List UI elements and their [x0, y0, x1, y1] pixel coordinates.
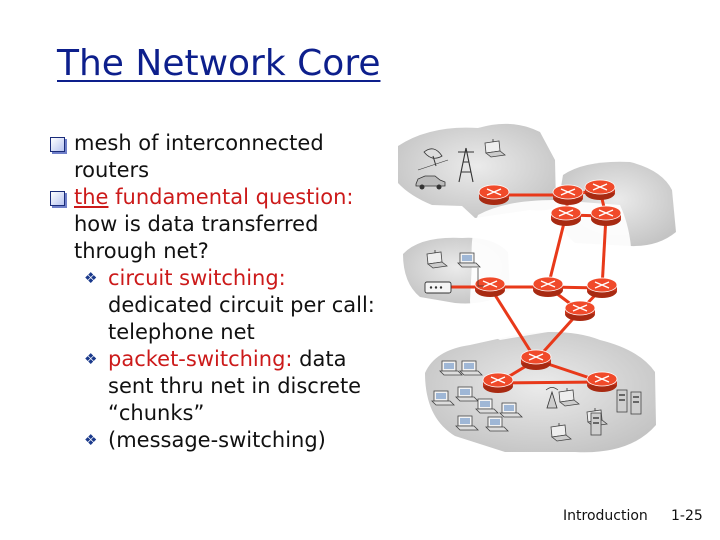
sub-bullet-text: dedicated circuit per call: telephone ne…	[108, 293, 375, 344]
router-icon	[586, 277, 618, 299]
footer-page-number: 1-25	[671, 508, 703, 524]
footer-section: Introduction	[563, 508, 648, 524]
sub-bullet-item: ❖ circuit switching: dedicated circuit p…	[50, 265, 380, 346]
diamond-dots-icon: ❖	[84, 431, 98, 449]
cable-line	[477, 268, 484, 287]
bullet-item: the fundamental question: how is data tr…	[50, 184, 380, 265]
router-icon	[590, 205, 622, 227]
server-icon	[630, 391, 642, 415]
server-icon	[616, 389, 628, 413]
bullet-text: how is data transferred through net?	[74, 212, 319, 263]
diamond-dots-icon: ❖	[84, 269, 98, 287]
modem-icon	[424, 281, 452, 294]
car-icon	[415, 175, 446, 190]
diamond-dots-icon: ❖	[84, 350, 98, 368]
wireless-access-point-icon	[545, 387, 559, 409]
sub-bullet-text: data sent thru net in discrete “chunks”	[108, 347, 362, 425]
bullet-text: mesh of interconnected routers	[74, 131, 324, 182]
bullet-item: mesh of interconnected routers	[50, 130, 380, 184]
bullet-emphasis: fundamental question:	[108, 185, 354, 209]
checkbox-square-icon	[50, 191, 65, 206]
sub-bullet-emphasis: circuit switching:	[108, 266, 286, 290]
bullet-list: mesh of interconnected routers the funda…	[50, 130, 380, 454]
sub-bullet-emphasis: packet-switching:	[108, 347, 293, 371]
slide-title: The Network Core	[57, 43, 381, 84]
wireless-link-line	[417, 159, 449, 171]
sub-bullet-text: (message-switching)	[108, 428, 326, 452]
sub-bullet-item: ❖ (message-switching)	[50, 427, 380, 454]
router-icon	[564, 300, 596, 322]
server-icon	[590, 412, 602, 436]
satellite-dish-icon	[423, 148, 443, 167]
router-icon	[520, 349, 552, 371]
router-icon	[584, 179, 616, 201]
router-icon	[586, 371, 618, 393]
router-icon	[478, 184, 510, 206]
router-icon	[550, 205, 582, 227]
router-icon	[552, 184, 584, 206]
checkbox-square-icon	[50, 137, 65, 152]
router-icon	[482, 372, 514, 394]
sub-bullet-item: ❖ packet-switching: data sent thru net i…	[50, 346, 380, 427]
router-icon	[474, 276, 506, 298]
router-icon	[532, 276, 564, 298]
bullet-emphasis-prefix: the	[74, 185, 109, 209]
cell-tower-icon	[458, 147, 474, 183]
